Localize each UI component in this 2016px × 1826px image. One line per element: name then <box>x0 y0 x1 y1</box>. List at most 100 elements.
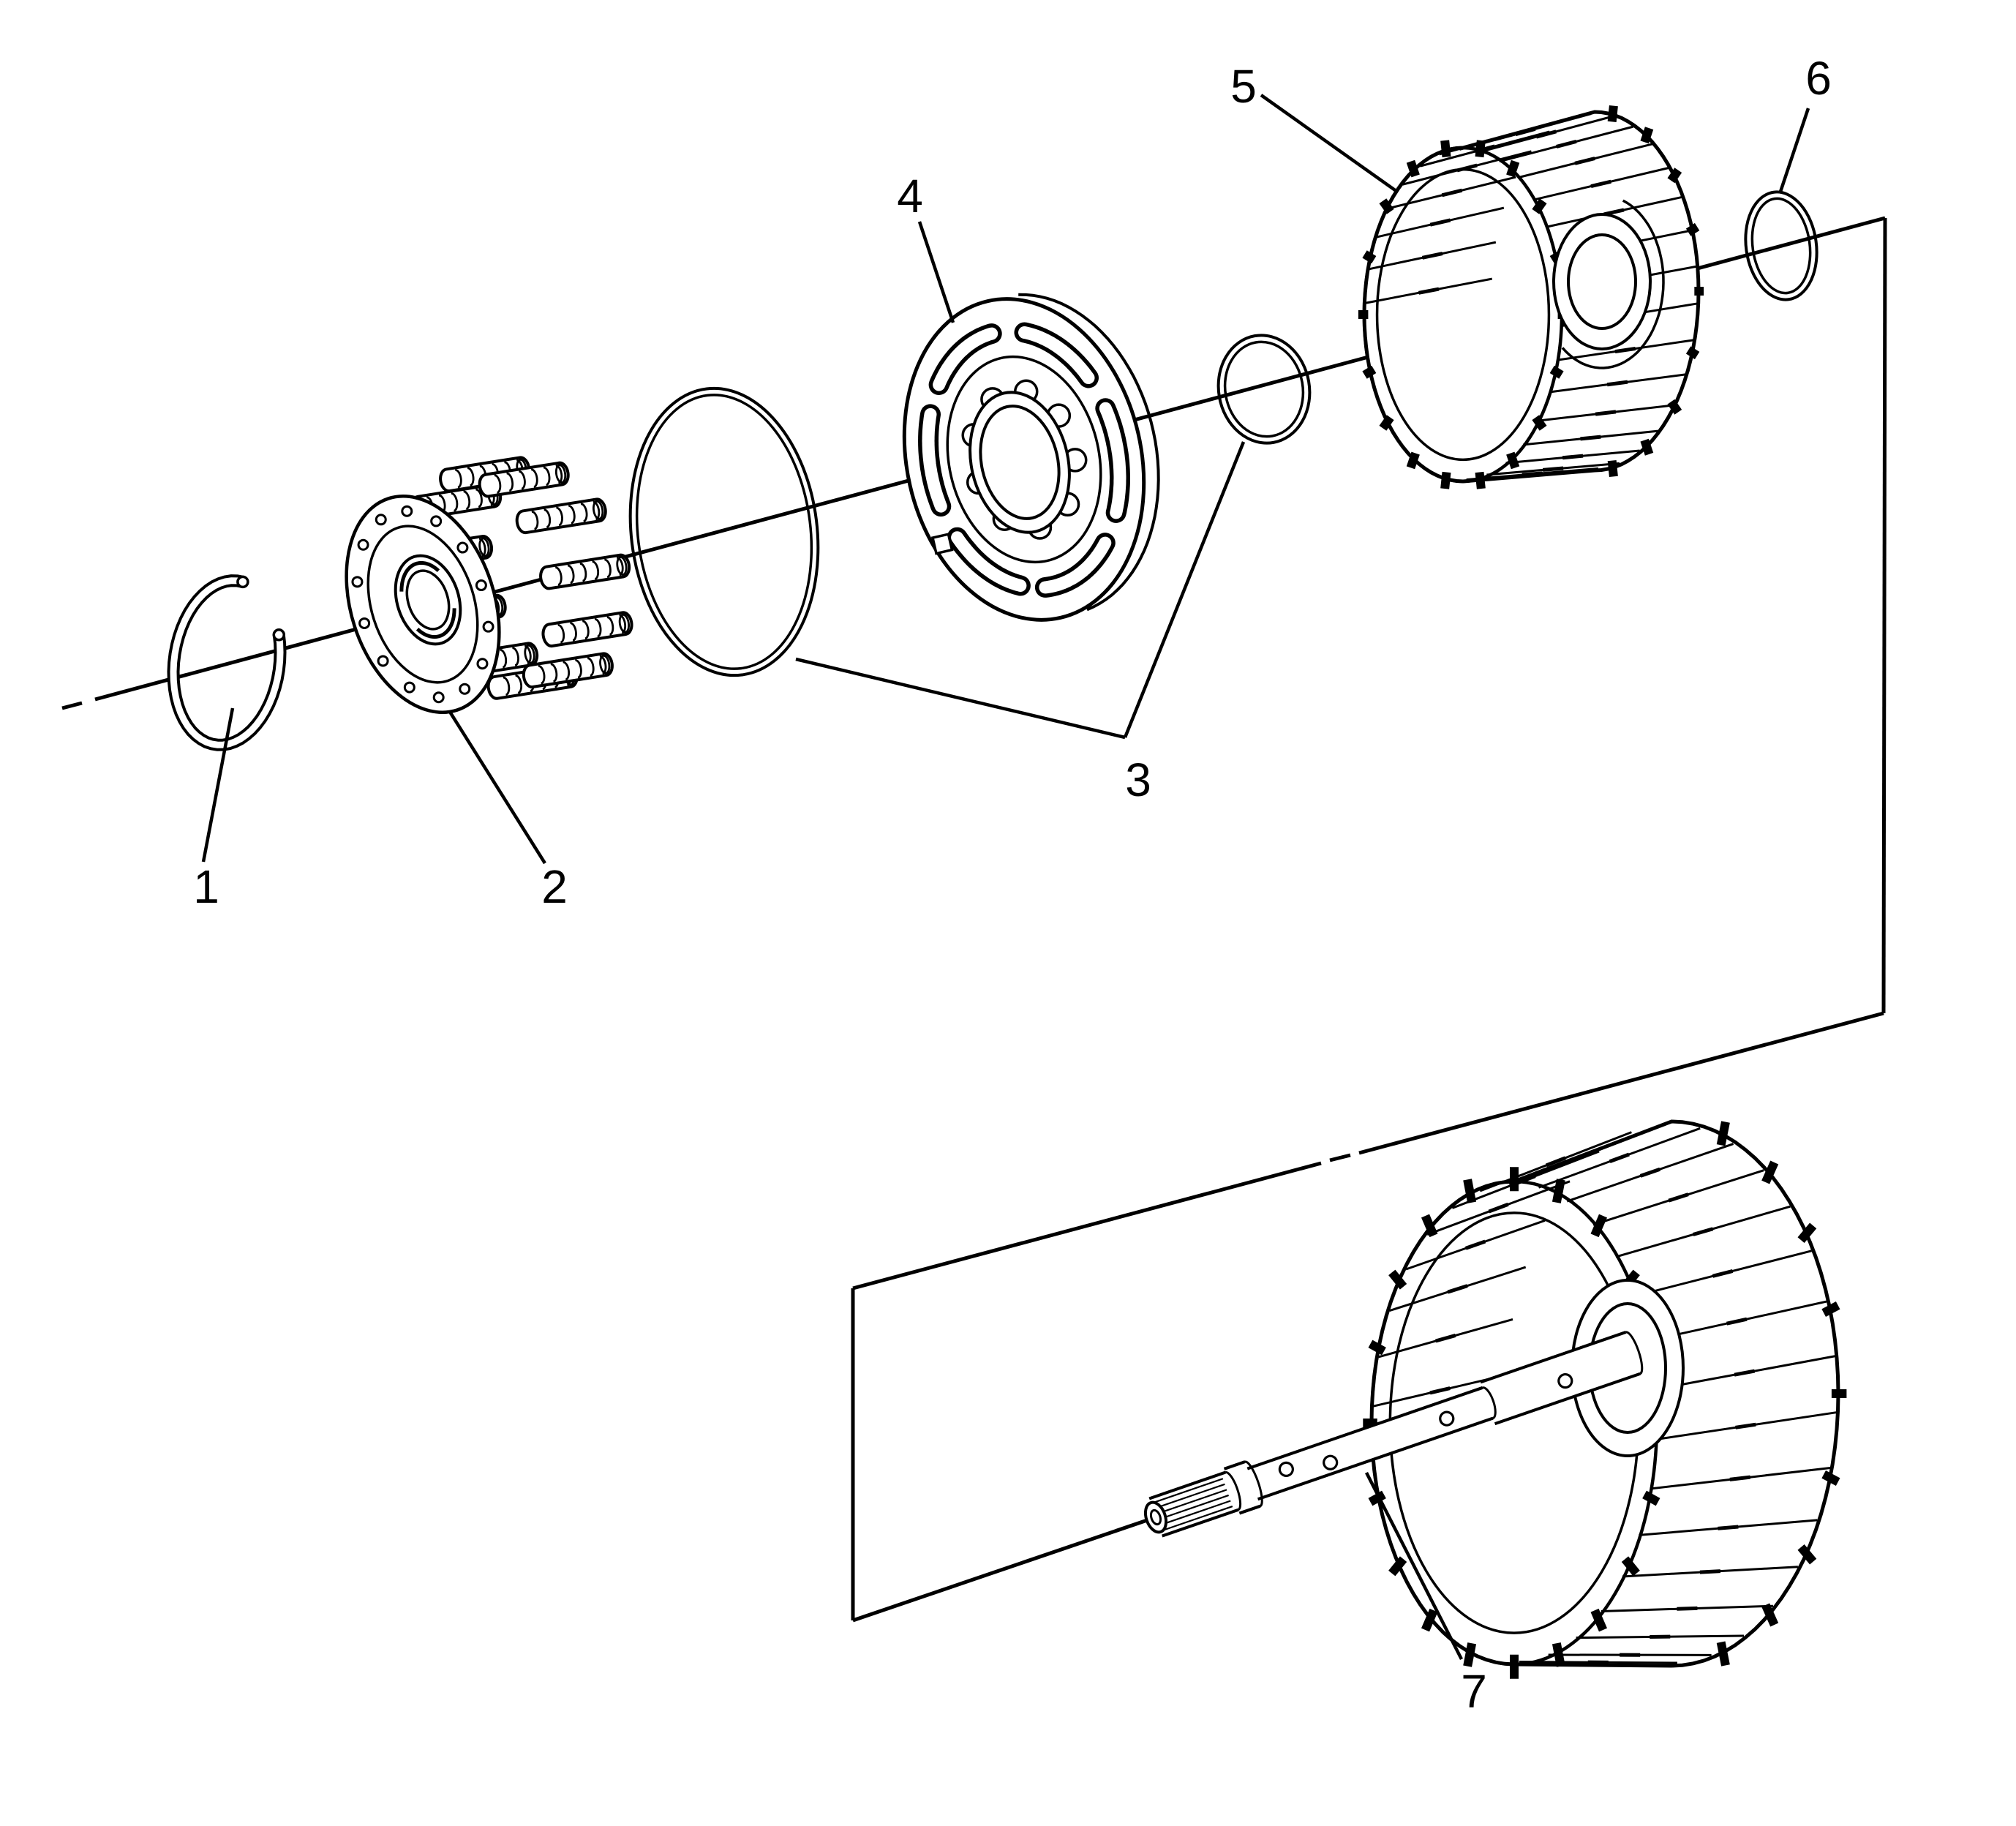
face-tooth <box>1797 1544 1817 1565</box>
leader-line-2 <box>448 710 546 865</box>
retainer-hub-bore <box>405 569 451 631</box>
spring-coil <box>512 647 519 666</box>
spring-coil <box>557 624 565 644</box>
spline-dash <box>1734 1369 1756 1377</box>
rim-tooth <box>1368 1340 1386 1356</box>
shaft-spline-section <box>1148 1470 1239 1538</box>
spline-dash <box>1639 1167 1660 1178</box>
spring-coil <box>575 659 582 679</box>
drum-bore-inner <box>1567 233 1637 330</box>
lower-centerline <box>852 1515 1156 1623</box>
face-tooth <box>1607 460 1618 477</box>
part-3-seal-small <box>1216 334 1312 445</box>
rim-tooth <box>1506 159 1520 178</box>
spring-coil <box>530 468 538 488</box>
flange-bolt-hole <box>459 683 471 695</box>
leader-line-6 <box>1778 108 1810 192</box>
spring-coil <box>494 474 502 494</box>
spring-coil <box>580 503 588 522</box>
rim-tooth <box>1379 415 1394 431</box>
flange-bolt-hole <box>432 691 445 704</box>
snap-ring-hook <box>236 575 249 589</box>
spring-coil <box>538 665 546 685</box>
spline-line <box>1157 1489 1227 1514</box>
spring-coil <box>475 488 483 508</box>
leader-line-5 <box>1260 94 1399 193</box>
shaft-section-main <box>1246 1386 1494 1501</box>
spline-dash <box>1535 129 1557 139</box>
snap-ring-core <box>170 577 284 748</box>
rim-tooth <box>1463 1642 1477 1667</box>
face-tooth <box>1716 1641 1730 1667</box>
spline-dash <box>1729 1475 1750 1481</box>
shaft-collar <box>1223 1460 1261 1515</box>
spline-dash <box>1429 1386 1451 1395</box>
face-tooth <box>1640 438 1654 456</box>
flange-bolt-hole <box>377 655 389 667</box>
spline-dash <box>1574 157 1595 165</box>
rim-tooth <box>1475 471 1486 489</box>
rim-tooth <box>1368 1490 1386 1506</box>
spline-dash <box>1421 252 1443 260</box>
face-tooth <box>1761 1603 1779 1627</box>
spline-dash <box>1577 1149 1598 1160</box>
flange-bolt-hole <box>430 515 443 527</box>
drum-rim-wall <box>1375 168 1551 462</box>
spline-dash <box>1435 1334 1456 1343</box>
flange-bolt-hole <box>476 658 489 670</box>
part-5-clutch-drum <box>1358 105 1704 489</box>
shaft-section-main-step <box>1482 1386 1497 1419</box>
seal-ring-outer <box>1216 334 1312 445</box>
spring-coil <box>604 558 612 579</box>
face-tooth <box>1640 127 1654 144</box>
face-tooth <box>1761 1160 1779 1184</box>
spline-line <box>1161 1500 1231 1526</box>
rim-tooth <box>1463 1179 1477 1203</box>
face-tooth <box>1821 1470 1840 1487</box>
rim-tooth <box>1388 1556 1407 1577</box>
shaft-section-wide <box>1480 1331 1641 1425</box>
flange-bolt-hole <box>375 514 387 526</box>
panel-right-edge <box>1881 217 1887 1014</box>
spring-end <box>524 644 535 664</box>
flange-bolt-hole <box>358 617 371 629</box>
leader-line-1 <box>201 707 235 863</box>
shaft-tip-face <box>1143 1500 1168 1534</box>
callout-label-4: 4 <box>897 170 923 222</box>
plate-thickness-edge <box>1018 293 1160 612</box>
callout-leaders <box>201 94 1810 1661</box>
coil-spring <box>522 652 614 689</box>
spline-dash <box>1556 139 1577 149</box>
face-tooth <box>1716 1121 1730 1146</box>
spline-dash <box>1735 1422 1756 1429</box>
leader-line-4 <box>917 221 955 323</box>
spline-dash <box>1429 218 1451 227</box>
flange-bolt-hole <box>403 681 415 694</box>
callout-label-1: 1 <box>193 860 219 913</box>
plate-slot-core <box>1039 536 1112 594</box>
spline-dash <box>1418 287 1440 295</box>
shaft-collar-step <box>1244 1460 1263 1508</box>
spline-dash <box>1699 1569 1721 1574</box>
plate-slot-core <box>922 407 947 513</box>
rim-tooth <box>1379 198 1394 214</box>
shaft-tip-bore <box>1149 1508 1162 1526</box>
seal-ring-inner <box>1750 197 1812 295</box>
shaft-spline-section-fill <box>1149 1472 1238 1536</box>
shaft-lube-hole <box>1323 1454 1339 1470</box>
spline-dash <box>1543 466 1564 472</box>
spline-dash <box>1488 1202 1509 1214</box>
rim-tooth <box>1642 1490 1660 1506</box>
coil-spring <box>541 611 633 647</box>
rim-tooth <box>1590 1214 1608 1238</box>
seal-ring-outer <box>628 386 820 677</box>
spring-coil <box>592 560 600 580</box>
rim-tooth <box>1590 1608 1608 1632</box>
leader-line-3 <box>1123 441 1246 738</box>
spring-coil <box>563 661 571 681</box>
coil-spring <box>515 497 607 535</box>
leader-line-3 <box>795 657 1126 740</box>
spring-coil <box>503 676 511 696</box>
rim-tooth <box>1440 140 1451 158</box>
plate-slot-core <box>933 327 998 391</box>
